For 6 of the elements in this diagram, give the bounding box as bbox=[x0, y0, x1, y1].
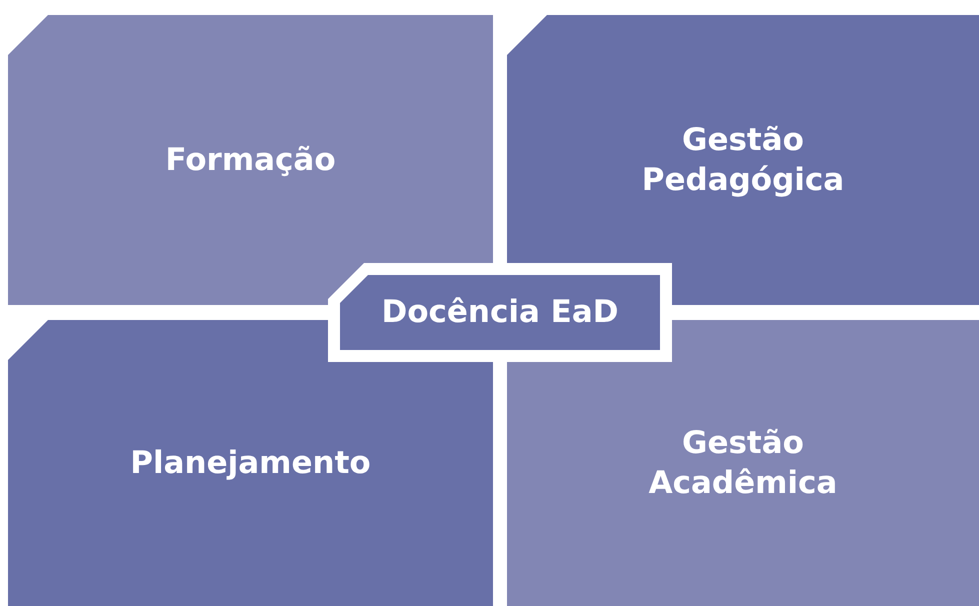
center-label-box bbox=[328, 263, 672, 362]
panel-title: Gestão Pedagógica bbox=[640, 120, 846, 200]
panel-title: Planejamento bbox=[130, 444, 371, 483]
panel-title: Docência EaD bbox=[381, 293, 619, 332]
panel-title: Formação bbox=[165, 140, 336, 180]
panel-title: Gestão Acadêmica bbox=[648, 424, 838, 503]
